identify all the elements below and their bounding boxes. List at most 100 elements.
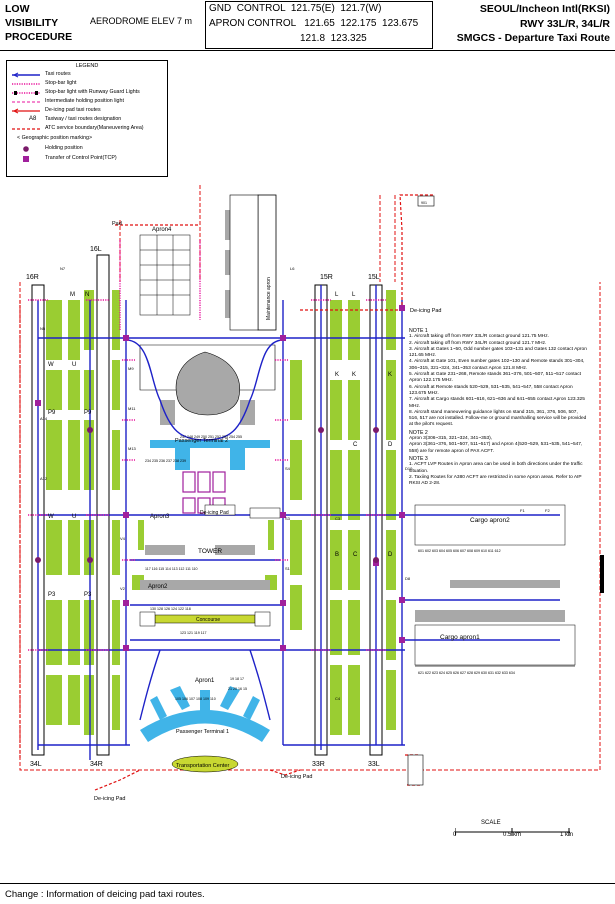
taxiway-L-label: L [335,292,339,298]
taxiway-P9b-label: P9 [84,410,92,416]
note1-item: 1. Aircraft taking off from RWY 33L/R co… [409,334,549,340]
transport-center-label: Transportation Center [176,763,229,769]
t1-stands: 105 106 107 108 109 110 [175,697,216,701]
taxiway-C-label: C [353,552,358,558]
cargo2-stands: 601 602 603 604 605 606 607 608 609 610 … [418,549,501,553]
taxiway-P3-label: P3 [48,592,56,598]
apron3-label: Apron3 [150,514,170,520]
scale-zero: 0 [453,832,457,838]
taxiway-C4-label: C4 [335,696,341,701]
apron4-label: Apron4 [152,227,172,233]
deicing-pads [204,195,435,786]
ap1-stands: 19 18 17 [230,677,244,681]
aerodrome-elevation: AERODROME ELEV 7 m [90,16,193,26]
apron-control-frequency-2: 121.8 123.325 [300,33,367,44]
atc-service-boundary [19,185,601,771]
taxiway-K2-label: K [352,372,356,378]
note1-item: 4. Aircraft at Gate 101, Even number gat… [409,359,585,371]
atc-boundary-symbol [12,128,40,130]
stop-bar-rgl-symbol [12,91,40,95]
legend-label: Transfer of Control Point(TCP) [45,155,117,161]
legend-item-stop-bar: Stop-bar light [7,80,167,88]
deicing-pad-sw-label: De-icing Pad [94,796,126,802]
lvp-title: LOW VISIBILITY PROCEDURE [5,2,72,44]
taxiway-D10-label: D10 [405,466,413,471]
note1-title: NOTE 1 [409,328,428,334]
runway-16R-label: 16R [26,274,39,281]
legend-item-geo-marking: < Geographic position marking> [7,135,167,143]
runway-34L-label: 34L [30,761,42,768]
map-labels: 16R 16L 15R 15L 34L 34R 33R 33L Apron4 A… [26,201,550,802]
con-stands-bottom: 123 121 119 117 [180,631,206,635]
taxiway-M11-label: M11 [128,406,136,411]
deicing-pad-nw-label: Pad [112,221,122,227]
terminal2-label: Passenger Terminal 2 [175,438,228,444]
taxiway-M9-label: M9 [128,366,134,371]
con-stands-top2: 117 116 115 114 113 112 111 110 [145,567,198,571]
taxiway-A14-label: A14 [40,416,48,421]
deicing-pad-se [407,754,424,786]
taxiway-M-label: M [70,292,75,298]
apron4-grid [139,234,191,316]
chart-type: SMGCS - Departure Taxi Route [456,32,610,44]
taxiway-V2-label: V2 [120,586,126,591]
footer-divider [0,883,615,884]
deicing-route-symbol [12,108,40,114]
legend-item-deicing-route: De-icing pad taxi routes [7,107,167,115]
note2-item: Apron 3(306~315, 321~324, 341~353), [409,436,493,442]
chart-identity: SEOUL/Incheon Intl(RKSI) RWY 33L/R, 34L/… [457,2,610,46]
apron-control-frequency: APRON CONTROL 121.65 122.175 123.675 [209,18,419,29]
deicing-pad-mid-label: De-icing Pad [200,510,229,516]
tower-label: TOWER [198,548,222,555]
pad-ne-stand: 901 [421,201,427,205]
deicing-routes [19,194,435,791]
note3-item: 1. ACFT LVP Routes in Apron area can be … [409,462,583,474]
legend-item-atc-boundary: ATC service boundary(Maneuvering Area) [7,125,167,133]
taxi-route-symbol [12,72,40,78]
taxiway-B-label: B [335,552,339,558]
note2-title: NOTE 2 [409,429,428,436]
legend-label: Intermediate holding position light [45,98,124,104]
legend-item-ihp-light: Intermediate holding position light [7,98,167,106]
note2-item: Apron 3(361~376, 501~507, 511~517) and A… [409,442,583,454]
taxiway-N7-label: N7 [60,266,66,271]
deicing-pad-se-label: De-icing Pad [281,774,313,780]
runway-15R-label: 15R [320,274,333,281]
concourse-label: Concourse [196,617,220,623]
note3-item: 2. Taxiing Routes for A380 ACFT are rest… [409,474,582,487]
tcp-symbol [23,156,29,162]
passenger-terminal-2 [139,344,276,470]
legend-label: ATC service boundary(Maneuvering Area) [45,125,144,131]
stop-bars [28,240,386,651]
taxiway-P3b-label: P3 [84,592,92,598]
taxiway-L6-label: L6 [290,266,295,271]
legend-label: Stop-bar light [45,80,77,86]
taxiway-F2-label: F2 [545,508,550,513]
t2-stands-top: 247 248 249 250 251 252 253 254 255 [180,435,242,439]
ihp-light-symbol [12,101,40,103]
holding-positions [35,427,379,563]
stop-bar-symbol [12,83,40,85]
notes-panel: NOTE 1 1. Aircraft taking off from RWY 3… [409,327,587,487]
taxiway-D-label: D [388,552,393,558]
scale-one-km: 1 km [560,832,574,838]
grass-areas [46,290,396,735]
change-note: Change : Information of deicing pad taxi… [5,889,205,900]
taxiway-S3-label: S3 [285,516,291,521]
concourse-area [139,611,271,627]
legend-label: Stop-bar light with Runway Guard Lights [45,89,140,95]
legend-item-stop-bar-rgl: Stop-bar light with Runway Guard Lights [7,89,167,97]
cargo-apron1-label: Cargo apron1 [440,634,480,641]
note1-item: 8. Aircraft stand maneuvering guidance l… [409,409,587,428]
deicing-pad-ne-label: De-icing Pad [410,308,442,314]
note1-item: 3. Aircraft at Gates 1~50, Odd number ga… [409,346,587,359]
passenger-terminal-1 [140,686,270,773]
taxiway-W-label: W [48,362,54,368]
runway-15L-label: 15L [368,274,380,281]
legend-label: Taxiway / taxi routes designation [45,116,122,122]
designation-tag: A8 [29,116,37,122]
note1-item: 6. Aircraft at Remote stands 520~529, 53… [409,384,573,396]
legend-title: LEGEND [75,63,99,69]
